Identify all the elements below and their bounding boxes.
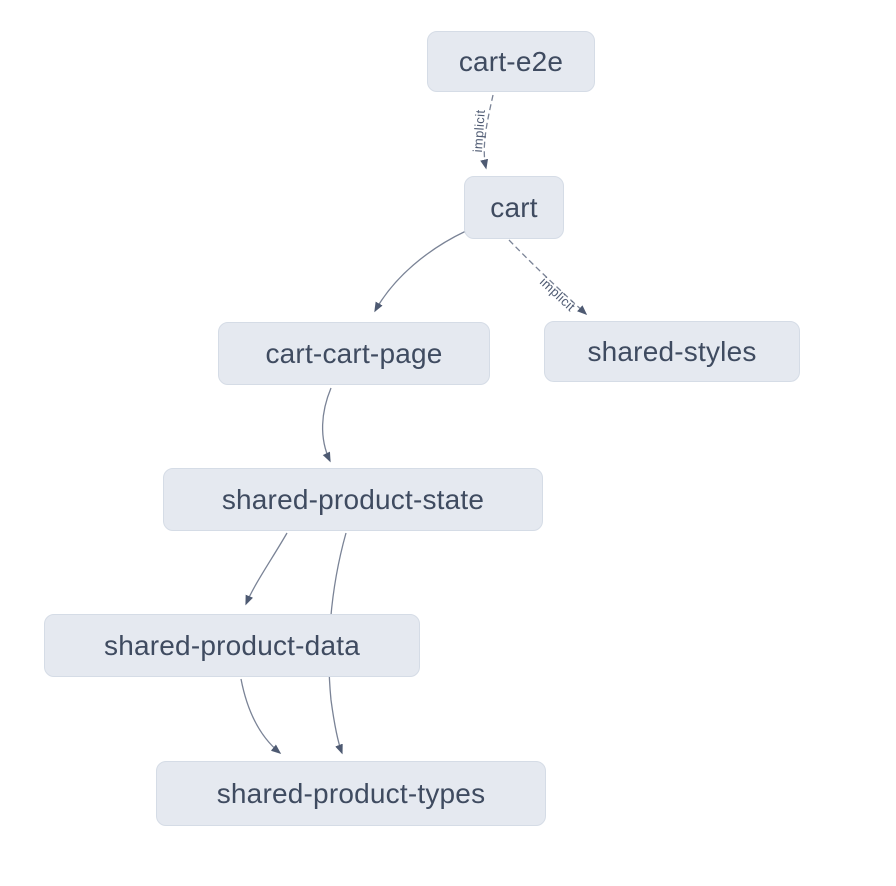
- graph-node-label: shared-product-data: [104, 629, 360, 661]
- graph-node-label: cart-e2e: [458, 45, 564, 77]
- edge-shared-product-state-to-shared-product-data: [245, 532, 288, 606]
- graph-node-cart[interactable]: cart: [464, 176, 564, 239]
- graph-node-label: shared-styles: [587, 335, 757, 367]
- edge-shared-product-state-to-shared-product-types: [328, 532, 347, 755]
- edge-label-implicit: implicit: [537, 274, 579, 314]
- graph-node-label: cart: [490, 191, 538, 223]
- edge-shared-product-data-to-shared-product-types: [240, 678, 282, 754]
- edge-cart-to-shared-styles: [508, 239, 588, 316]
- graph-node-cart-cart-page[interactable]: cart-cart-page: [218, 322, 490, 385]
- edge-label-implicit: implicit: [470, 109, 488, 153]
- graph-node-label: shared-product-types: [216, 777, 486, 809]
- graph-node-label: shared-product-state: [221, 483, 485, 515]
- edge-cart-to-cart-cart-page: [374, 230, 467, 313]
- graph-node-shared-product-types[interactable]: shared-product-types: [156, 761, 546, 826]
- graph-node-cart-e2e[interactable]: cart-e2e: [427, 31, 595, 92]
- edge-cart-e2e-to-cart: [480, 94, 494, 170]
- graph-node-label: cart-cart-page: [265, 337, 443, 369]
- graph-node-shared-product-state[interactable]: shared-product-state: [163, 468, 543, 531]
- graph-node-shared-product-data[interactable]: shared-product-data: [44, 614, 420, 677]
- edge-cart-cart-page-to-shared-product-state: [321, 387, 332, 463]
- graph-node-shared-styles[interactable]: shared-styles: [544, 321, 800, 382]
